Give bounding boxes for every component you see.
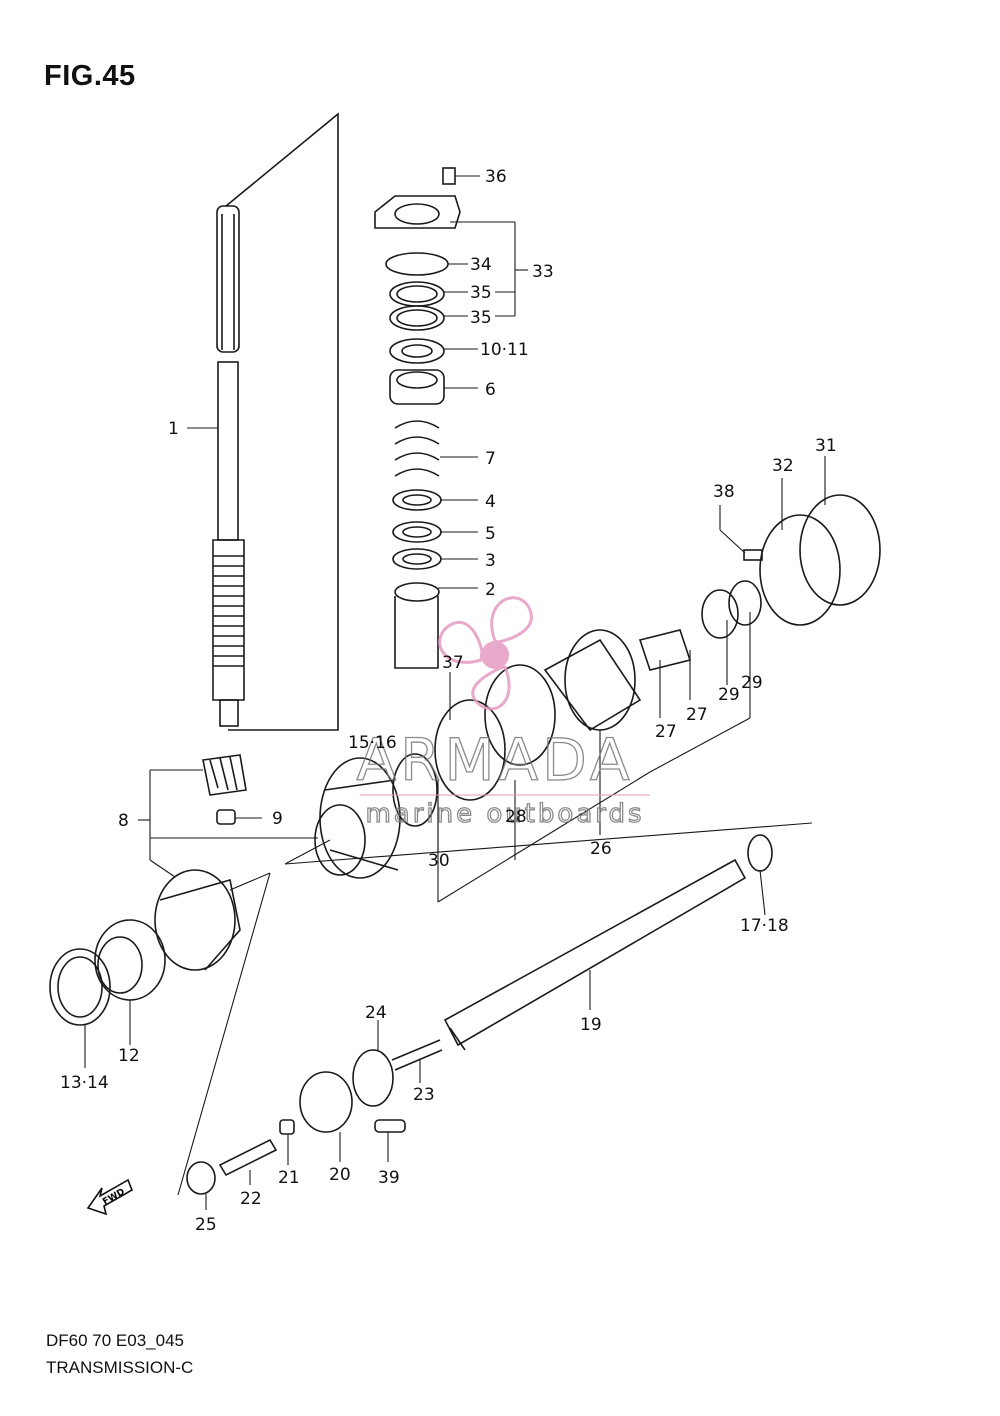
callout-36: 36 (485, 167, 507, 187)
callout-2: 2 (485, 580, 496, 600)
callout-9: 9 (272, 809, 283, 829)
diagram-code: DF60 70 E03_045 (46, 1331, 184, 1350)
callout-25: 25 (195, 1215, 217, 1235)
callout-27a: 27 (655, 722, 677, 742)
callout-17-18: 17·18 (740, 916, 789, 936)
callout-22: 22 (240, 1189, 262, 1209)
watermark-tagline: marine outboards (365, 799, 644, 829)
callout-12: 12 (118, 1046, 140, 1066)
callout-3: 3 (485, 551, 496, 571)
callout-30: 30 (428, 851, 450, 871)
figure-title: FIG.45 (44, 60, 136, 92)
callout-27b: 27 (686, 705, 708, 725)
callout-33: 33 (532, 262, 554, 282)
callout-20: 20 (329, 1165, 351, 1185)
callout-1: 1 (168, 419, 179, 439)
callout-29a: 29 (718, 685, 740, 705)
callout-26: 26 (590, 839, 612, 859)
callout-10-11: 10·11 (480, 340, 529, 360)
callout-8: 8 (118, 811, 129, 831)
callout-labels: 1 2 3 4 5 6 7 8 9 10·11 12 13·14 15·16 1… (60, 167, 837, 1235)
callout-19: 19 (580, 1015, 602, 1035)
callout-37: 37 (442, 653, 464, 673)
watermark: ARMADA marine outboards (356, 596, 650, 830)
callout-6: 6 (485, 380, 496, 400)
watermark-brand: ARMADA (356, 726, 633, 794)
callout-34: 34 (470, 255, 492, 275)
callout-39: 39 (378, 1168, 400, 1188)
callout-35b: 35 (470, 308, 492, 328)
drive-shaft-part (212, 112, 339, 731)
callout-5: 5 (485, 524, 496, 544)
callout-15-16: 15·16 (348, 733, 397, 753)
section-name: TRANSMISSION-C (46, 1358, 194, 1377)
callout-29b: 29 (741, 673, 763, 693)
propeller-shaft-assembly (186, 834, 773, 1195)
callout-7: 7 (485, 449, 496, 469)
leader-lines (84, 175, 826, 1210)
forward-arrow-icon: FWD (86, 1178, 134, 1216)
callout-13-14: 13·14 (60, 1073, 109, 1093)
callout-32: 32 (772, 456, 794, 476)
callout-28: 28 (505, 807, 527, 827)
propeller-logo-icon (438, 596, 533, 711)
callout-31: 31 (815, 436, 837, 456)
callout-24: 24 (365, 1003, 387, 1023)
callout-23: 23 (413, 1085, 435, 1105)
bearing-housing-stack (374, 167, 461, 669)
callout-21: 21 (278, 1168, 300, 1188)
bearing-carrier-assembly (434, 494, 881, 801)
callout-38: 38 (713, 482, 735, 502)
callout-35a: 35 (470, 283, 492, 303)
callout-4: 4 (485, 492, 496, 512)
pinion-and-gears (49, 753, 438, 1026)
